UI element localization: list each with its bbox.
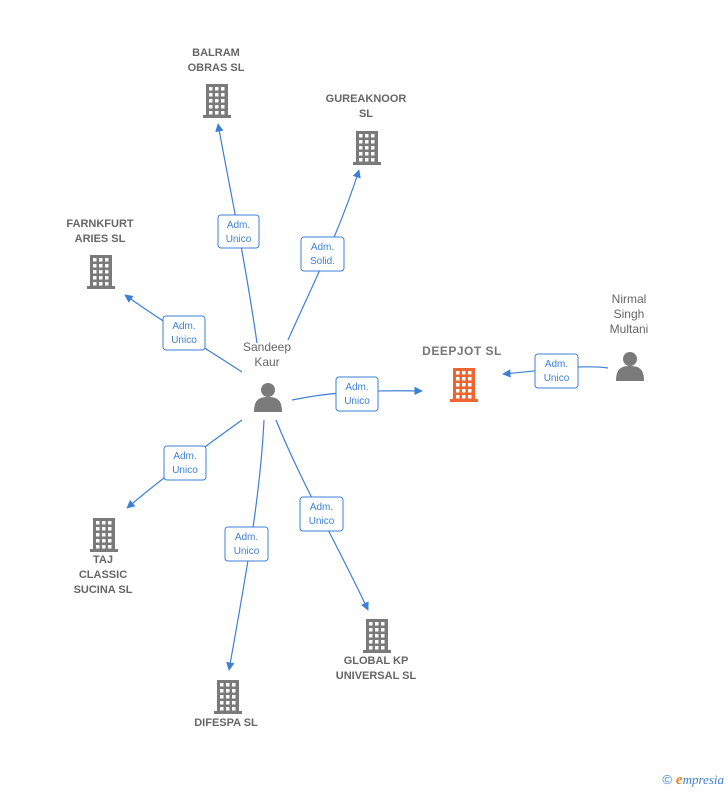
building-icon [87, 255, 115, 289]
edge-label-text: Unico [309, 516, 335, 527]
node-taj[interactable]: TAJ CLASSIC SUCINA SL [74, 518, 133, 596]
node-label-global: UNIVERSAL SL [336, 670, 417, 682]
building-icon [90, 518, 118, 552]
edge-label-text: Adm. [310, 502, 333, 513]
node-label-sandeep: Sandeep [243, 340, 291, 354]
edge-sandeep-global: Adm. Unico [275, 419, 369, 611]
building-icon [450, 368, 478, 402]
node-label-gureaknoor: SL [359, 108, 373, 120]
edge-label-box[interactable] [335, 376, 379, 412]
node-label-balram: OBRAS SL [188, 62, 245, 74]
person-icon [254, 383, 282, 412]
node-difespa[interactable]: DIFESPA SL [194, 680, 258, 729]
edge-label-text: Unico [544, 373, 570, 384]
edge-label-box[interactable] [217, 214, 260, 249]
edge-label-sandeep-taj[interactable]: Adm. Unico [163, 445, 207, 481]
edge-label-box[interactable] [300, 236, 345, 272]
edge-label-sandeep-global[interactable]: Adm. Unico [299, 496, 344, 532]
edge-label-sandeep-deepjot[interactable]: Adm. Unico [335, 376, 379, 412]
edge-label-box[interactable] [299, 496, 344, 532]
node-gureaknoor[interactable]: GUREAKNOOR SL [326, 93, 407, 165]
edge-sandeep-deepjot: Adm. Unico [291, 376, 423, 412]
building-icon [214, 680, 242, 714]
brand-initial: e [675, 772, 683, 788]
edge-sandeep-taj: Adm. Unico [126, 419, 243, 509]
node-label-taj: CLASSIC [79, 569, 127, 581]
node-balram[interactable]: BALRAM OBRAS SL [188, 47, 245, 118]
building-icon [353, 131, 381, 165]
node-deepjot[interactable]: DEEPJOT SL [422, 344, 502, 402]
edge-label-sandeep-balram[interactable]: Adm. Unico [217, 214, 260, 249]
edge-label-box[interactable] [534, 353, 579, 389]
edge-label-text: Adm. [235, 532, 258, 543]
node-label-sandeep: Kaur [254, 355, 279, 369]
node-label-farnkfurt: ARIES SL [75, 233, 126, 245]
edge-label-sandeep-gureaknoor[interactable]: Adm. Solid. [300, 236, 345, 272]
node-label-nirmal: Singh [614, 307, 645, 321]
edge-label-text: Unico [234, 546, 260, 557]
edge-label-text: Unico [344, 396, 370, 407]
edges-layer: Adm.UnicoAdm.Solid.Adm.UnicoAdm.UnicoAdm… [124, 123, 609, 671]
edge-label-sandeep-difespa[interactable]: Adm. Unico [224, 526, 269, 562]
edge-label-text: Adm. [345, 382, 368, 393]
edge-sandeep-difespa: Adm. Unico [224, 419, 269, 671]
node-label-taj: SUCINA SL [74, 584, 133, 596]
node-farnkfurt[interactable]: FARNKFURT ARIES SL [66, 218, 134, 289]
edge-label-text: Adm. [172, 321, 195, 332]
edge-label-text: Unico [172, 465, 198, 476]
node-global[interactable]: GLOBAL KP UNIVERSAL SL [336, 619, 417, 682]
nodes-layer: BALRAM OBRAS SL GUREAKNOOR SL FARNKFURT ARIES… [66, 47, 648, 729]
node-label-global: GLOBAL KP [344, 655, 409, 667]
edge-sandeep-farnkfurt: Adm. Unico [124, 294, 243, 373]
node-label-gureaknoor: GUREAKNOOR [326, 93, 407, 105]
node-label-balram: BALRAM [192, 47, 240, 59]
edge-label-sandeep-farnkfurt[interactable]: Adm. Unico [162, 315, 206, 351]
node-label-nirmal: Multani [610, 322, 649, 336]
node-label-farnkfurt: FARNKFURT [66, 218, 133, 230]
edge-label-box[interactable] [163, 445, 207, 481]
empresia-watermark: ©empresia [662, 772, 724, 789]
person-icon [616, 352, 644, 381]
edge-label-text: Adm. [311, 242, 334, 253]
edge-sandeep-gureaknoor: Adm. Solid. [287, 169, 361, 341]
edge-label-text: Solid. [310, 256, 335, 267]
edge-nirmal-deepjot: Adm. Unico [502, 353, 609, 389]
edge-label-text: Adm. [227, 220, 250, 231]
building-icon [203, 84, 231, 118]
edge-label-box[interactable] [224, 526, 269, 562]
node-label-difespa: DIFESPA SL [194, 717, 258, 729]
edge-label-nirmal-deepjot[interactable]: Adm. Unico [534, 353, 579, 389]
node-label-nirmal: Nirmal [612, 292, 647, 306]
edge-label-text: Adm. [173, 451, 196, 462]
node-label-deepjot: DEEPJOT SL [422, 344, 502, 358]
edge-label-text: Unico [226, 234, 252, 245]
edge-sandeep-balram: Adm. Unico [215, 123, 260, 344]
copyright-symbol: © [662, 772, 672, 787]
brand-name: mpresia [682, 772, 724, 787]
node-label-taj: TAJ [93, 554, 113, 566]
edge-label-box[interactable] [162, 315, 206, 351]
edge-label-text: Adm. [545, 359, 568, 370]
building-icon [363, 619, 391, 653]
edge-label-text: Unico [171, 335, 197, 346]
